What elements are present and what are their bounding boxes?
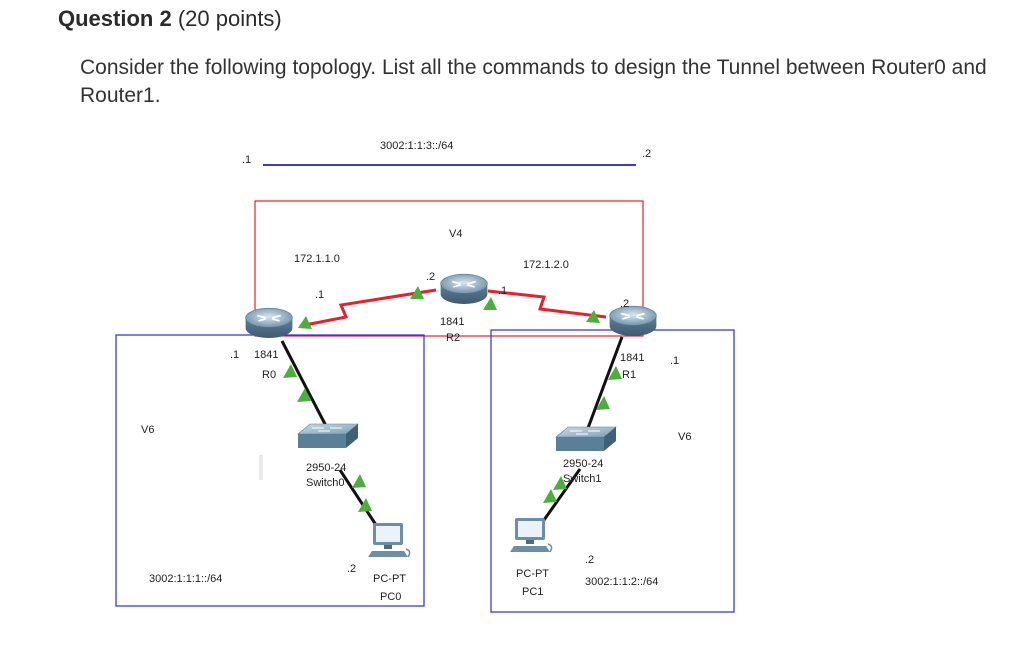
port-switch0-up (297, 388, 311, 402)
port-indicators (283, 286, 622, 512)
pc0-host: .2 (347, 563, 356, 575)
pc0-name: PC0 (380, 591, 401, 603)
question-title: Question 2 (58, 6, 172, 31)
port-r1-eth (608, 366, 622, 380)
r2-model: 1841 (440, 316, 464, 328)
port-pc1 (543, 489, 557, 503)
r1-name: R1 (622, 369, 636, 381)
port-r0-serial (298, 316, 312, 329)
switch1-name: Switch1 (563, 473, 602, 485)
serial-link-r0-r2 (299, 288, 437, 328)
r2-left-host: .2 (426, 271, 435, 283)
r0-model: 1841 (254, 349, 278, 361)
r0-name: R0 (262, 369, 276, 381)
port-r1-serial (586, 310, 600, 323)
r2-right-host: .1 (498, 285, 507, 297)
link-switch1-pc1 (542, 468, 582, 521)
link-right-network-label: 172.1.2.0 (523, 259, 569, 271)
serial-link-r2-r1 (487, 289, 607, 319)
port-r2-left (410, 286, 424, 299)
port-switch1-down (553, 476, 567, 490)
pc1-model: PC-PT (516, 568, 549, 580)
switch0-name: Switch0 (306, 477, 345, 489)
tunnel-right-host: .2 (642, 148, 651, 160)
question-text: Consider the following topology. List al… (80, 56, 987, 107)
link-r0-switch0 (280, 340, 328, 427)
link-left-network-label: 172.1.1.0 (294, 253, 340, 265)
r0-wan-host: .1 (315, 289, 324, 301)
r1-wan-host: .2 (620, 298, 629, 310)
pc1-name: PC1 (522, 586, 543, 598)
link-r1-switch1 (586, 336, 624, 429)
port-switch1-up (596, 396, 610, 410)
left-v6-label: V6 (141, 424, 154, 436)
port-pc0 (358, 498, 372, 512)
port-switch0-down (352, 474, 366, 488)
pc0-icon[interactable] (367, 522, 411, 558)
r1-model: 1841 (620, 352, 644, 364)
switch0-icon[interactable] (297, 423, 359, 449)
v4-zone-label: V4 (449, 228, 462, 240)
link-switch0-pc0 (338, 469, 380, 529)
router-r1-icon[interactable] (608, 305, 658, 337)
r1-lan-host: .1 (670, 355, 679, 367)
r0-lan-host: .1 (230, 349, 239, 361)
divider-mark (259, 455, 263, 480)
right-v6-label: V6 (678, 431, 691, 443)
pc1-host: .2 (585, 554, 594, 566)
v4-zone-box (254, 200, 644, 337)
port-r0-eth (283, 364, 297, 378)
right-v6-network-label: 3002:1:1:2::/64 (585, 576, 658, 588)
tunnel-network-label: 3002:1:1:3::/64 (380, 140, 453, 152)
pc0-model: PC-PT (373, 573, 406, 585)
switch1-icon[interactable] (555, 426, 617, 452)
router-r0-icon[interactable] (244, 307, 294, 339)
tunnel-left-host: .1 (242, 154, 251, 166)
switch0-model: 2950-24 (306, 462, 346, 474)
r2-name: R2 (446, 332, 460, 344)
switch1-model: 2950-24 (563, 458, 603, 470)
question-heading: Question 2 (20 points) (58, 6, 282, 32)
left-v6-network-label: 3002:1:1:1::/64 (149, 573, 222, 585)
router-r2-icon[interactable] (439, 273, 489, 305)
question-points: (20 points) (177, 6, 282, 31)
port-r2-right (483, 297, 497, 310)
pc1-icon[interactable] (509, 517, 553, 553)
